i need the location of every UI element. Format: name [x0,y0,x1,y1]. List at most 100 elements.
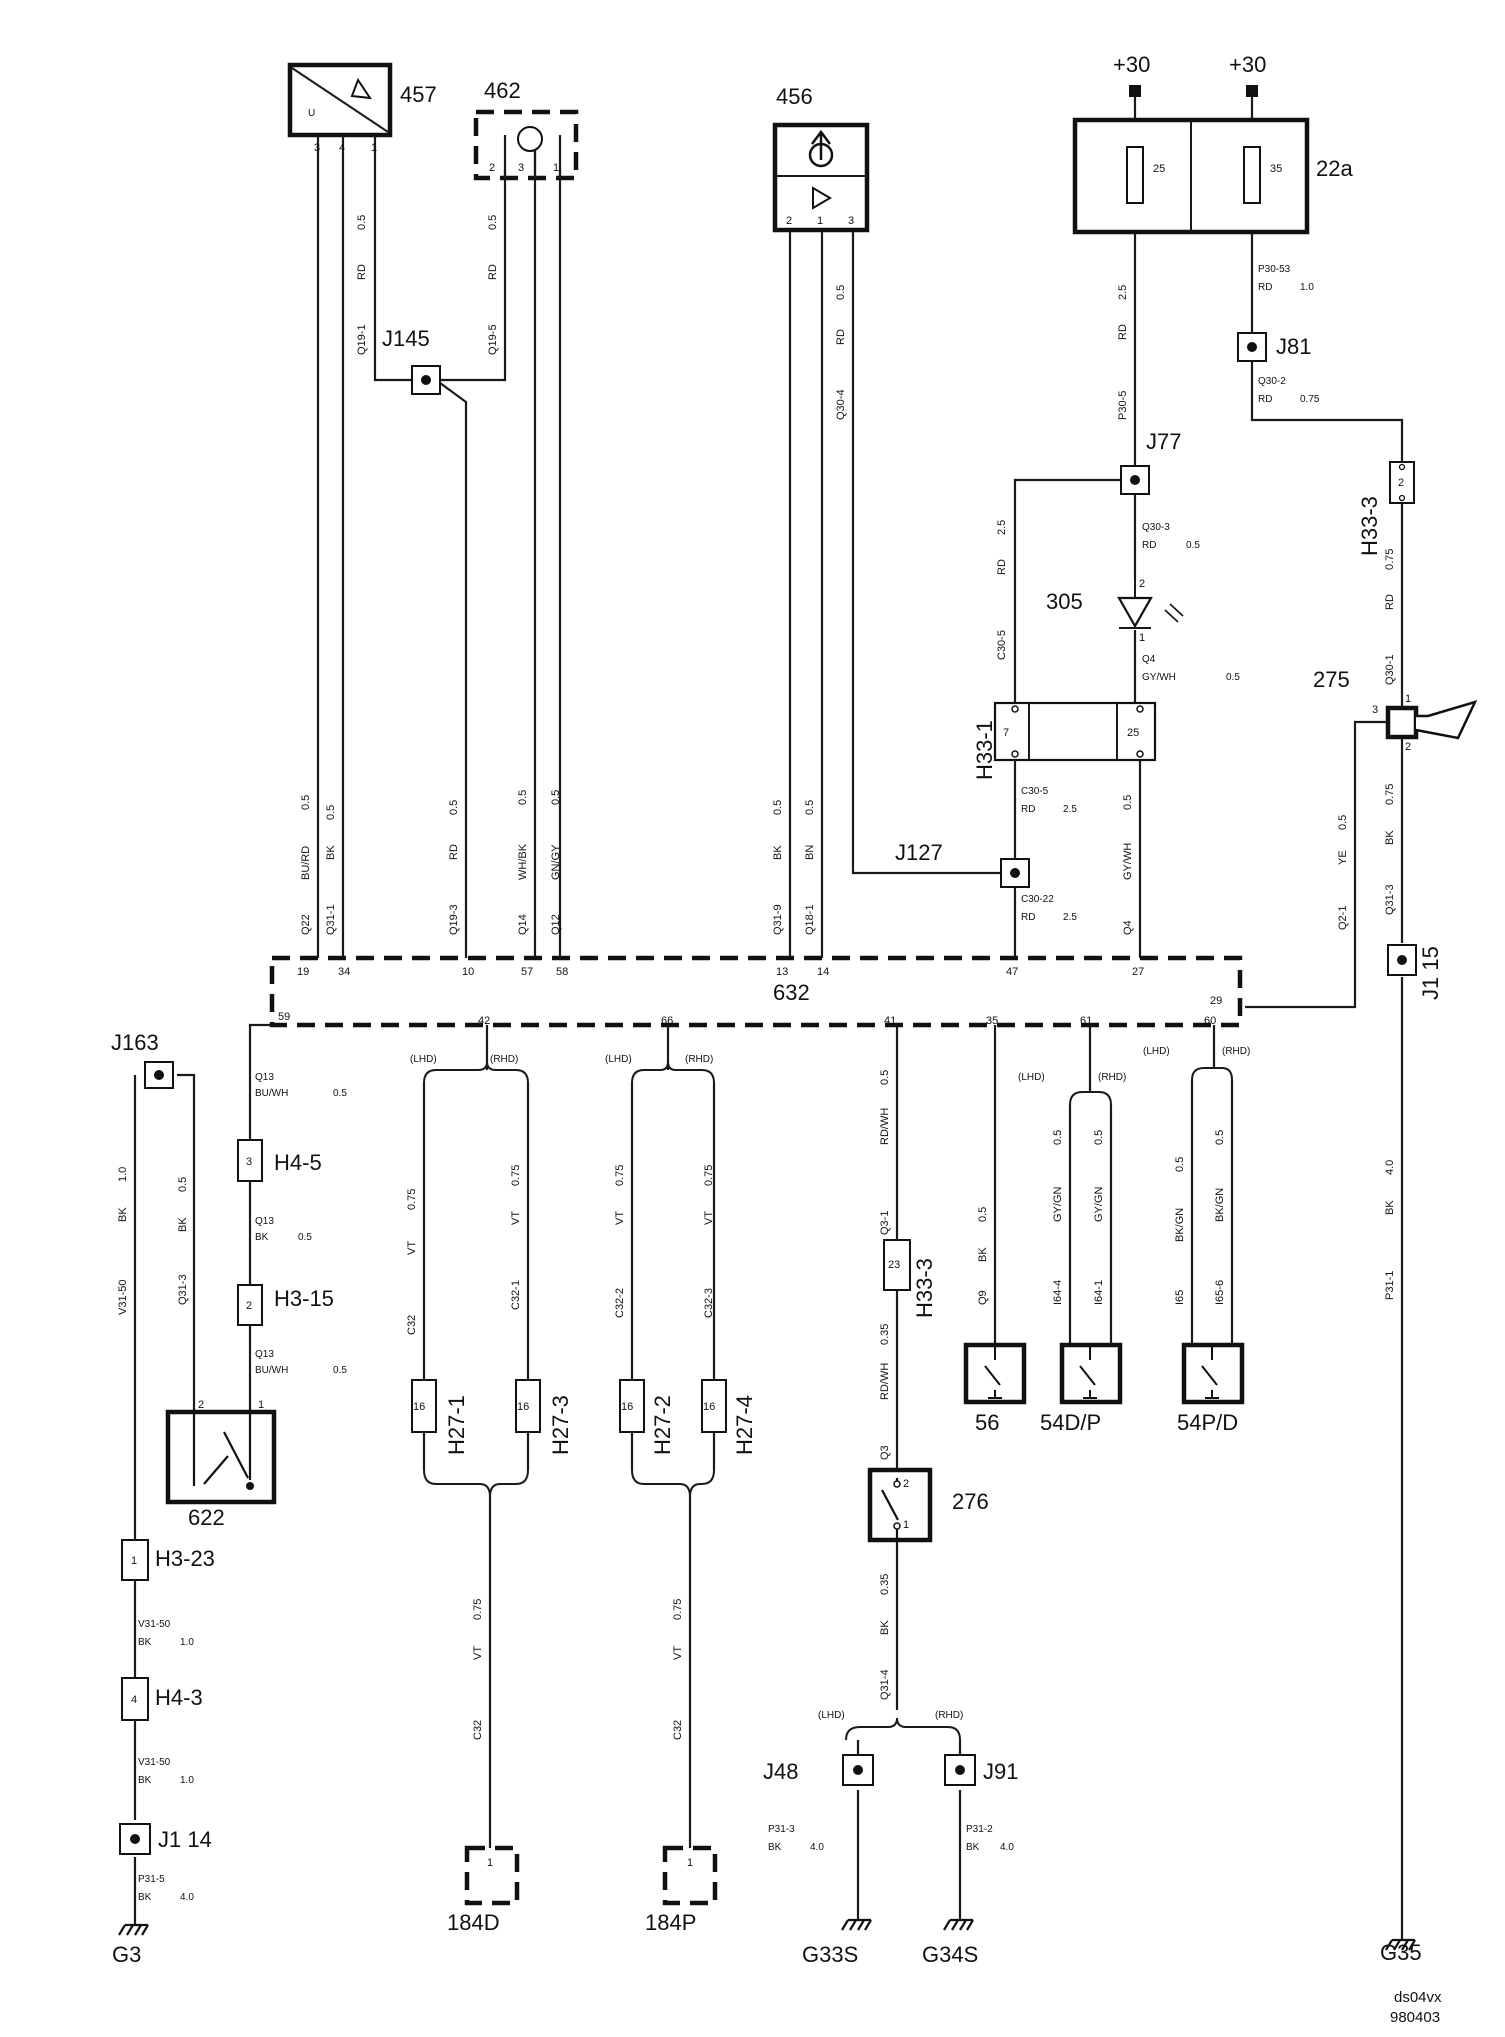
pin-label: 1 [487,1857,493,1869]
connector-label: H4-5 [274,1150,322,1175]
wire-size: 0.5 [1337,815,1349,830]
supply-label: +30 [1113,52,1150,77]
wire-color: GY/WH [1122,843,1134,880]
wire-size: 4.0 [810,1842,824,1853]
wire-id: P31-3 [768,1824,795,1835]
supply-terminal [1129,85,1141,97]
wire-id: C32 [472,1720,484,1740]
wire-id: C32-3 [703,1288,715,1318]
pin-label: 57 [521,966,533,978]
ground-icon [841,1918,872,1931]
switch-icon [192,1412,252,1486]
wire-color: BK [138,1892,152,1903]
component-184-speakers: 1 184D 1 184P [447,1845,718,1935]
wire-color: RD [356,264,368,280]
switch-icon [1079,1345,1099,1403]
ground-switches: 56 54D/P 54P/D [963,1342,1245,1435]
component-label-462: 462 [484,78,521,103]
wire-id: Q30-3 [1142,522,1170,533]
fuse-rating: 25 [1153,163,1165,175]
wire-color: VT [703,1211,715,1225]
wire-size: 0.5 [1186,540,1200,551]
wire-size: 1.0 [117,1167,129,1182]
wire-size: 0.5 [356,215,368,230]
wire-id: C32 [672,1720,684,1740]
component-label-56: 56 [975,1410,999,1435]
wire-id: V31-50 [117,1280,129,1315]
variant-label: (LHD) [1143,1046,1170,1057]
junction-label: J81 [1276,334,1311,359]
pin-label: 2 [1139,578,1145,590]
connector-label: H33-1 [972,720,997,780]
wire-size: 0.5 [517,790,529,805]
led-icon [1117,596,1153,629]
pin-label: 27 [1132,966,1144,978]
sensor-icon [350,77,373,100]
wire-id: Q19-3 [448,904,460,935]
wire-color: BK/GN [1214,1188,1226,1222]
junction-label: J145 [382,326,430,351]
wire-color: BU/WH [255,1365,288,1376]
wire-size: 0.35 [879,1574,891,1595]
wire-color: BK [138,1775,152,1786]
pin-label: 16 [621,1401,633,1413]
pin-label: 2 [489,162,495,174]
connector-label: H27-3 [548,1395,573,1455]
wire-labels-vertical: 0.5 RD Q19-1 0.5 RD Q19-5 0.5 RD Q30-4 2… [117,215,1396,1740]
wire-size: 0.5 [977,1207,989,1222]
wire-size: 0.5 [835,285,847,300]
component-label-457: 457 [400,82,437,107]
component-label-632: 632 [773,980,810,1005]
wire-id: Q30-2 [1258,376,1286,387]
wire-size: 0.75 [1384,784,1396,805]
pin-label: 35 [986,1015,998,1027]
wire-color: YE [1337,850,1349,865]
switch-icon [1201,1345,1221,1403]
component-label-184p: 184P [645,1910,696,1935]
wire-color: RD [1258,394,1272,405]
variant-label: (RHD) [1098,1072,1126,1083]
light-emission-icon [1164,603,1184,623]
wire-id: Q4 [1142,654,1156,665]
variant-label: (RHD) [490,1054,518,1065]
pin-label: 25 [1127,727,1139,739]
pin-label: 58 [556,966,568,978]
component-305-led: 2 1 305 [1046,578,1184,644]
wire-id: Q3-1 [879,1211,891,1235]
wire-id: C30-5 [996,630,1008,660]
wire-color: VT [614,1211,626,1225]
wire-id: P30-5 [1117,391,1129,420]
junction-J48 [842,1754,874,1786]
wire-size: 0.5 [333,1088,347,1099]
wire-id: I65-6 [1214,1280,1226,1305]
supply-terminal [1246,85,1258,97]
pin-label: 2 [198,1399,204,1411]
pin-label: 2 [903,1478,909,1490]
wire-id: Q19-5 [487,324,499,355]
pin-label: 42 [478,1015,490,1027]
wire-color: RD [1117,324,1129,340]
wire-size: 0.75 [472,1599,484,1620]
pin-label: 41 [884,1015,896,1027]
connector-label: H27-2 [650,1395,675,1455]
inline-connectors: 3 H4-5 2 H3-15 1 H3-23 4 H4-3 23 H33-3 1… [121,1139,937,1721]
wire-color: GY/GN [1093,1186,1105,1222]
wire-size: 0.75 [703,1165,715,1186]
wire-size: 0.5 [1214,1130,1226,1145]
junctions: J145 J81 J77 J127 J163 J48 J91 J1 14 J1 … [111,326,1443,1855]
wire-size: 0.5 [772,800,784,815]
wire-id: P30-53 [1258,264,1291,275]
wire-color: BK [138,1637,152,1648]
footer: ds04vx 980403 [1390,1989,1442,2026]
switch-icon [984,1345,1004,1403]
wire-size: 0.75 [614,1165,626,1186]
connector-label: H3-15 [274,1286,334,1311]
wire-size: 0.5 [804,800,816,815]
wire-id: I65 [1174,1290,1186,1305]
drawing-code: ds04vx [1394,1989,1442,2006]
horn-icon [1415,700,1478,740]
wire-color: BK [966,1842,980,1853]
wire-color: RD [448,844,460,860]
connector-label: H33-3 [1357,496,1382,556]
